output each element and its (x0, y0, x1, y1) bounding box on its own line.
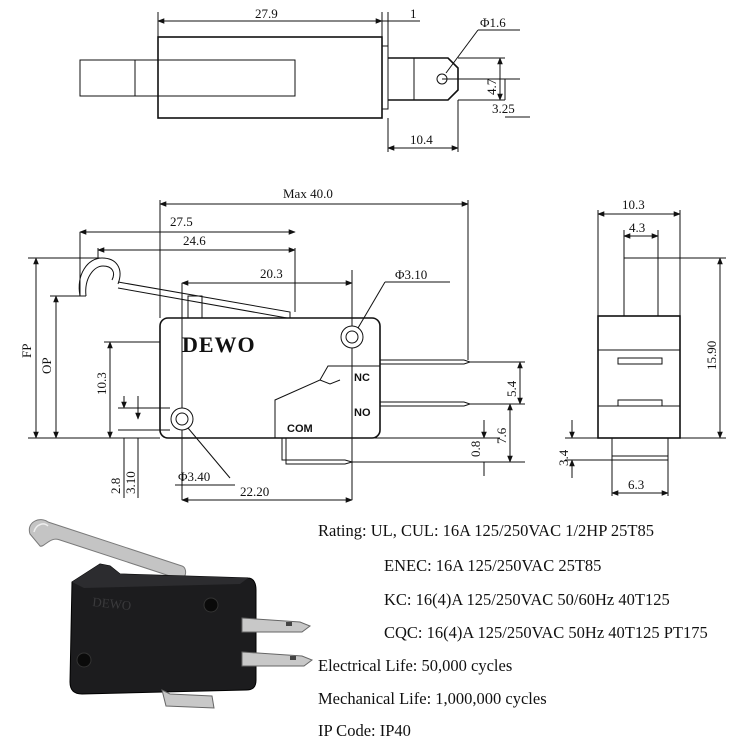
label-com: COM (287, 423, 313, 435)
spec-electrical-life: Electrical Life: 50,000 cycles (318, 656, 513, 675)
spec-rating: Rating: UL, CUL: 16A 125/250VAC 1/2HP 25… (318, 521, 654, 540)
side-bottom-terminal (611, 437, 669, 461)
dim-7-6: 7.6 (494, 427, 509, 444)
dim-fp: FP (19, 344, 34, 358)
dim-1: 1 (410, 6, 417, 21)
photo-body-marking: DEWO (92, 594, 132, 613)
dim-side-15-90: 15.90 (704, 341, 719, 370)
dim-0-8: 0.8 (468, 441, 483, 457)
side-terminal-slot-1 (617, 357, 663, 365)
dim-2-8: 2.8 (108, 478, 123, 494)
dim-3-10: 3.10 (123, 471, 138, 494)
photo-terminal-nc (241, 617, 312, 633)
product-photo: DEWO (28, 519, 314, 709)
spec-cqc: CQC: 16(4)A 125/250VAC 50Hz 40T125 PT175 (384, 623, 708, 642)
dim-phi-3-40: Φ3.40 (178, 469, 210, 484)
label-nc: NC (354, 372, 370, 384)
dim-side-10-3: 10.3 (622, 197, 645, 212)
spec-enec: ENEC: 16A 125/250VAC 25T85 (384, 556, 602, 575)
dim-side-6-3: 6.3 (628, 477, 644, 492)
dim-5-4: 5.4 (504, 380, 519, 397)
dim-side-4-3: 4.3 (629, 220, 645, 235)
dim-27-5: 27.5 (170, 214, 193, 229)
label-no: NO (354, 407, 371, 419)
side-terminal-slot-2 (617, 399, 663, 407)
dim-3-25: 3.25 (492, 101, 515, 116)
dim-max-40: Max 40.0 (283, 186, 333, 201)
dim-27-9: 27.9 (255, 6, 278, 21)
front-lever (117, 281, 291, 318)
spec-kc: KC: 16(4)A 125/250VAC 50/60Hz 40T125 (384, 590, 670, 609)
dim-10-4: 10.4 (410, 132, 433, 147)
dim-20-3: 20.3 (260, 266, 283, 281)
photo-switch-body (69, 563, 257, 695)
top-view: 27.9 1 Φ1.6 4.7 3.25 10.4 (79, 6, 530, 152)
dim-24-6: 24.6 (183, 233, 206, 248)
dim-side-3-4: 3.4 (556, 449, 571, 466)
top-lever-outline (79, 59, 296, 97)
front-view: DEWO NC NO COM Max 40.0 27.5 24.6 20.3 (19, 186, 525, 503)
front-body-outline (159, 317, 381, 439)
dim-4-7: 4.7 (484, 78, 499, 95)
photo-terminal-no (241, 651, 314, 667)
brand-text: DEWO (182, 332, 256, 357)
dim-22-20: 22.20 (240, 484, 269, 499)
dim-10-3: 10.3 (94, 372, 109, 395)
spec-ip-code: IP Code: IP40 (318, 721, 411, 740)
dim-phi-3-10: Φ3.10 (395, 267, 427, 282)
photo-hole-top (203, 597, 219, 613)
photo-hole-bottom (76, 652, 92, 668)
dim-op: OP (39, 357, 54, 374)
spec-mechanical-life: Mechanical Life: 1,000,000 cycles (318, 689, 547, 708)
side-view: 10.3 4.3 15.90 3.4 6.3 (556, 197, 726, 496)
dim-phi-1-6: Φ1.6 (480, 15, 506, 30)
photo-terminal-com (161, 689, 215, 709)
